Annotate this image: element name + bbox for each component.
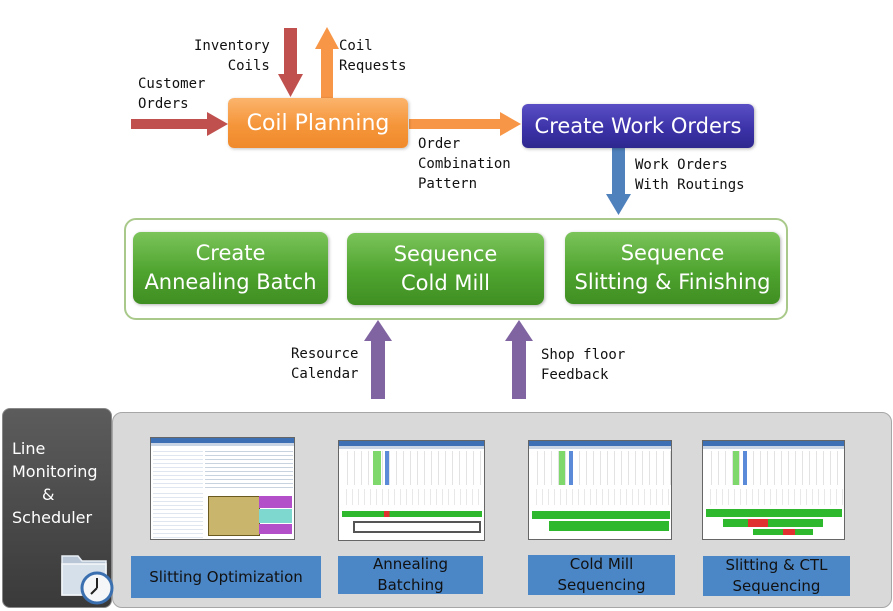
resource-calendar-arrow [364,320,392,399]
slitting-optimization-caption: Slitting Optimization [131,556,321,598]
order-pattern-arrow [409,112,521,136]
coil-planning-box: Coil Planning [228,98,408,148]
cold-mill-sequencing-screenshot [528,440,672,540]
create-work-orders-box: Create Work Orders [522,104,754,148]
shop-floor-arrow [505,320,533,399]
slitting-optimization-screenshot [150,437,295,540]
inventory-arrow [278,28,303,97]
work-orders-arrow [606,148,631,215]
customer-orders-arrow [131,112,228,136]
coil-requests-arrow [315,27,339,98]
folder-clock-icon [61,555,114,605]
slitting-ctl-sequencing-screenshot [702,440,845,540]
line-monitoring-scheduler-label: Line Monitoring & Scheduler [12,439,98,527]
annealing-batching-screenshot [338,440,485,541]
